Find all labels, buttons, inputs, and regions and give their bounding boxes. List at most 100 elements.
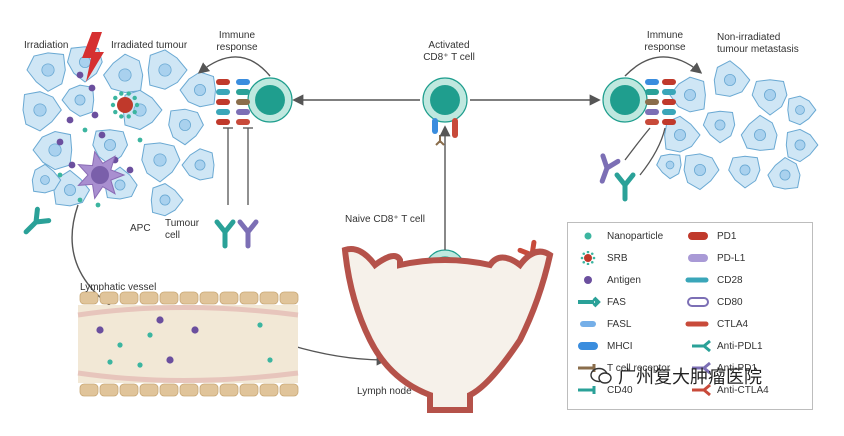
- legend-item-fasl: FASL: [574, 315, 631, 333]
- antigen-icon: [584, 276, 592, 284]
- legend-item-anti-pd-l1: Anti-PDL1: [684, 337, 763, 355]
- tumour-nucleus: [684, 89, 697, 102]
- ligand: [216, 109, 230, 115]
- fas-icon: [578, 296, 601, 308]
- tumour-nucleus: [193, 84, 206, 97]
- ligand: [662, 109, 676, 115]
- t-cell-activated: [422, 77, 468, 123]
- irradiation-lightning-icon: [82, 32, 104, 82]
- label-lymphatic-vessel: Lymphatic vessel: [80, 282, 157, 293]
- antigen-dots: [56, 71, 134, 174]
- ligand: [662, 79, 676, 85]
- tumour-nucleus: [739, 164, 751, 176]
- legend-item-fas: FAS: [574, 293, 626, 311]
- receptor: [236, 79, 250, 85]
- legend-label: CTLA4: [717, 318, 749, 330]
- ligand: [216, 89, 230, 95]
- lymphatic-vessel: [77, 291, 299, 397]
- anti-pd-l1-icon: [692, 339, 711, 353]
- legend-label: Nanoparticle: [607, 230, 664, 242]
- t-cell-right: [602, 77, 648, 123]
- tumour-nucleus: [118, 68, 132, 82]
- label-immune-response-left: Immune response: [216, 30, 258, 53]
- legend-label: CD28: [717, 274, 743, 286]
- legend-item-antigen: Antigen: [574, 271, 641, 289]
- receptor: [236, 89, 250, 95]
- tumour-nucleus: [795, 105, 805, 115]
- legend-label: FASL: [607, 318, 632, 330]
- tumour-nucleus: [754, 128, 767, 141]
- cd40-icon: [578, 386, 596, 394]
- legend-label: FAS: [607, 296, 626, 308]
- receptor: [236, 99, 250, 105]
- legend-item-mhci: MHCI: [574, 337, 633, 355]
- tumour-nucleus: [665, 160, 675, 170]
- watermark: 广州复大肿瘤医院: [590, 364, 800, 388]
- tumour-nucleus: [714, 119, 726, 131]
- t-cell-left: [247, 77, 293, 123]
- ligand: [662, 99, 676, 105]
- anti-pd-l1-antibody: [23, 206, 52, 235]
- legend-item-anti-pd1: Anti-PD1: [684, 359, 757, 377]
- non-irradiated-metastasis: [656, 60, 819, 191]
- lymph-node: [341, 246, 554, 413]
- legend-label: T cell receptor: [607, 362, 671, 374]
- nanoparticle-dots: [57, 127, 143, 208]
- cd28-icon: [685, 277, 709, 283]
- legend-label: PD-L1: [717, 252, 746, 264]
- anti-ctla4-icon: [692, 383, 711, 397]
- legend-label: PD1: [717, 230, 737, 242]
- ligand: [216, 99, 230, 105]
- pd-l1-icon: [688, 254, 708, 262]
- legend-item-cd80: CD80: [684, 293, 743, 311]
- legend-label: Anti-PD1: [717, 362, 758, 374]
- tumour-nucleus: [158, 63, 172, 77]
- anti-pd-l1-antibody: [614, 172, 636, 202]
- tumour-nucleus: [764, 89, 777, 102]
- label-irradiation: Irradiation: [24, 40, 69, 51]
- receptor: [645, 119, 659, 125]
- irradiated-tumour: [22, 46, 217, 217]
- tumour-nucleus: [79, 56, 92, 69]
- tumour-nucleus: [674, 128, 687, 141]
- wechat-icon: [590, 367, 612, 384]
- legend-item-nanoparticle: Nanoparticle: [574, 227, 663, 245]
- legend-label: CD80: [717, 296, 743, 308]
- legend-label: CD40: [607, 384, 633, 396]
- receptor: [236, 119, 250, 125]
- label-lymph-node: Lymph node: [357, 386, 412, 397]
- legend-item-anti-ctla4: Anti-CTLA4: [684, 381, 769, 399]
- watermark-text: 广州复大肿瘤医院: [618, 367, 762, 388]
- ligand: [662, 119, 676, 125]
- ligand: [216, 79, 230, 85]
- tumour-nucleus: [41, 63, 55, 77]
- label-non-irradiated: Non-irradiated tumour metastasis: [717, 32, 799, 55]
- tumour-nucleus: [153, 153, 167, 167]
- ctla4-icon: [685, 321, 709, 327]
- t-cell-activated-receptors: [432, 118, 458, 146]
- pd1-icon: [688, 232, 708, 240]
- anti-pd1-antibody: [237, 219, 259, 249]
- anti-pd-l1-antibody: [214, 219, 236, 249]
- legend-item-ctla4: CTLA4: [684, 315, 748, 333]
- label-immune-response-right: Immune response: [644, 30, 686, 53]
- legend-item-cd28: CD28: [684, 271, 743, 289]
- tumour-nucleus: [74, 94, 86, 106]
- arrows: [71, 56, 703, 366]
- t-cell-left-receptors: [216, 79, 250, 125]
- mhci-icon: [578, 342, 598, 350]
- apc-tumour: [77, 150, 126, 200]
- anti-pd1-antibody: [599, 153, 621, 184]
- receptor: [236, 109, 250, 115]
- tumour-nucleus: [194, 159, 206, 171]
- legend-item-pd1: PD1: [684, 227, 736, 245]
- receptor: [645, 109, 659, 115]
- tumour-nucleus: [779, 169, 791, 181]
- receptor: [645, 79, 659, 85]
- tumour-nucleus: [694, 163, 707, 176]
- tumour-nucleus: [64, 183, 77, 196]
- label-naive-cd8: Naive CD8⁺ T cell: [345, 214, 425, 225]
- tumour-nucleus: [724, 74, 737, 87]
